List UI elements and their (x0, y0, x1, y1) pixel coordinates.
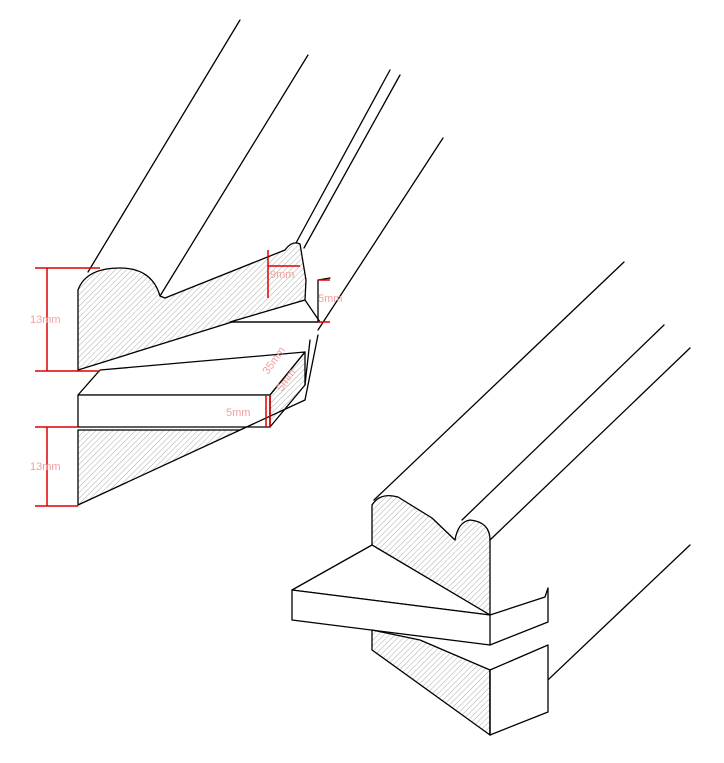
upper-moulding-section (77, 242, 307, 371)
label-rebate-top: 9mm (270, 269, 294, 281)
assembled-lower-section (371, 629, 491, 736)
assembled-moulding-section (371, 494, 491, 616)
label-rebate-side: 5mm (318, 293, 342, 305)
label-top-height: 13mm (30, 314, 61, 326)
assembled-view (291, 261, 691, 736)
dimension-rebate-top: 9mm (267, 250, 300, 298)
assembled-lower-side (489, 644, 549, 736)
dimension-top-height: 13mm (30, 267, 100, 372)
exploded-view: 13mm 13mm 9mm 5mm 5mm 35mm 5mm (30, 19, 444, 507)
lower-moulding-section (77, 399, 306, 506)
label-bottom-height: 13mm (30, 461, 61, 473)
dimension-bottom-height: 13mm (30, 426, 78, 507)
label-board-thickness: 5mm (226, 407, 250, 419)
dimension-board-thickness: 5mm (226, 395, 271, 427)
dimension-rebate-side: 5mm (318, 279, 342, 323)
